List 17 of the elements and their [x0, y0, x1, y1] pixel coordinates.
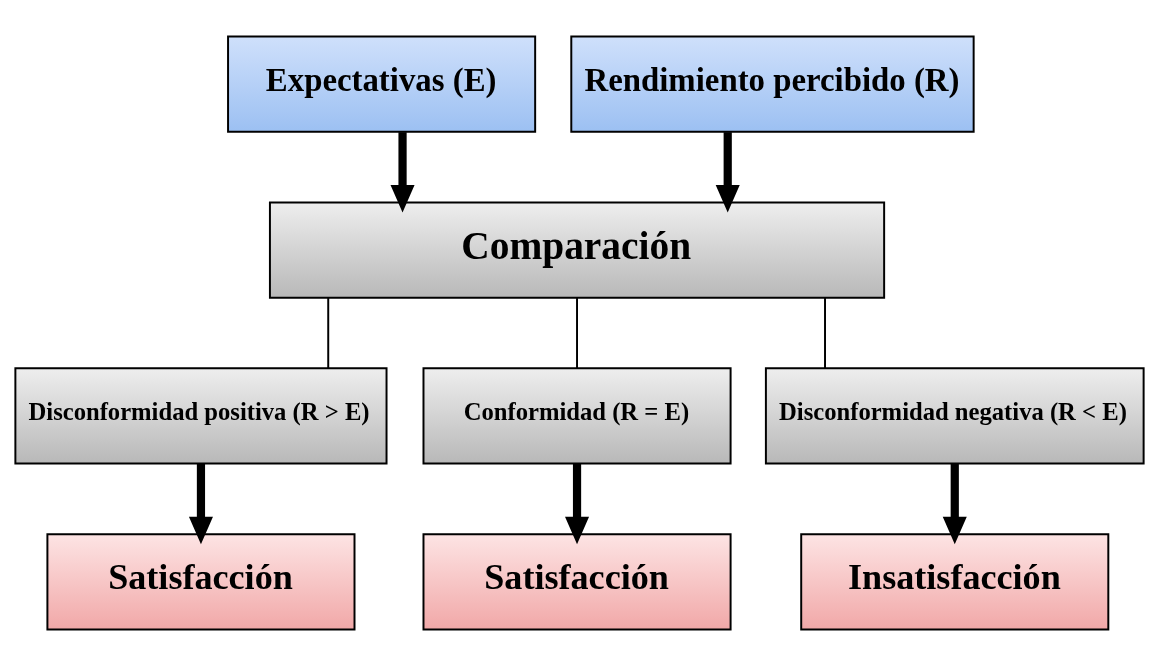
arrow [942, 463, 967, 545]
node-box: Rendimiento percibido (R) [570, 35, 975, 133]
connector [327, 297, 330, 370]
connector [824, 297, 826, 370]
arrow [565, 463, 590, 545]
connector [576, 297, 579, 370]
node-box: Satisfacción [46, 533, 356, 631]
arrow [188, 463, 213, 545]
node-box: Comparación [268, 201, 886, 299]
node-box: Conformidad (R = E) [422, 367, 732, 465]
arrow [390, 132, 415, 213]
node-box: Expectativas (E) [227, 35, 537, 133]
node-box: Disconformidad negativa (R < E) [764, 367, 1145, 465]
node-box: Insatisfacción [800, 533, 1110, 631]
node-box: Disconformidad positiva (R > E) [14, 367, 388, 465]
arrow [715, 132, 740, 213]
node-box: Satisfacción [422, 533, 732, 631]
